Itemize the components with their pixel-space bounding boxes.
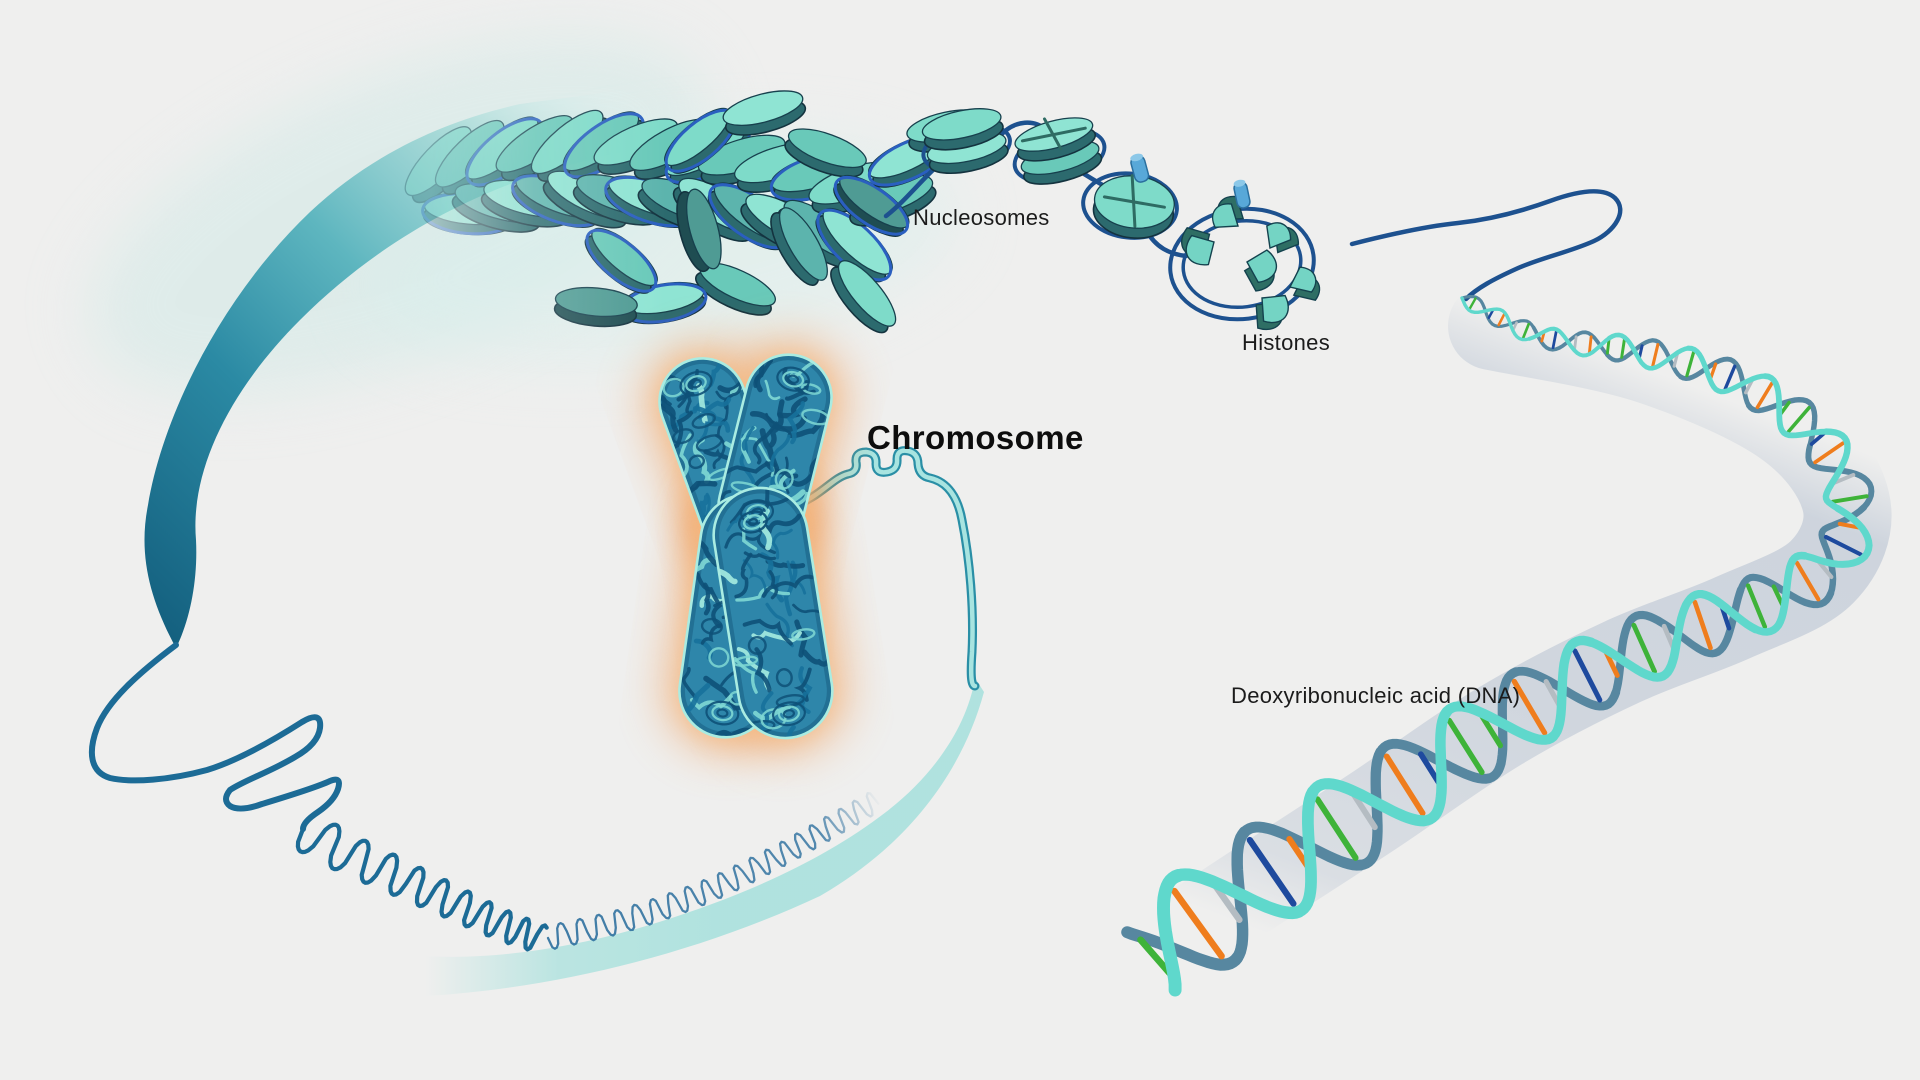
nucleosome-disc bbox=[784, 128, 867, 178]
chromosome-label: Chromosome bbox=[867, 419, 1084, 456]
nucleosomes-label: Nucleosomes bbox=[913, 205, 1050, 230]
dna-loops-zigzag bbox=[88, 642, 549, 952]
nucleosome-disc bbox=[830, 260, 897, 334]
nucleosome-disc bbox=[815, 207, 893, 283]
nucleosome-disc bbox=[1014, 117, 1097, 162]
nucleosome-disc bbox=[921, 108, 1004, 151]
chromatin-fiber-ribbon bbox=[144, 86, 811, 649]
diagram-labels: Nucleosomes Histones Chromosome Deoxyrib… bbox=[867, 205, 1520, 708]
nucleosome-chain bbox=[883, 108, 1189, 259]
histones-label: Histones bbox=[1242, 330, 1330, 355]
nucleosome-disc bbox=[676, 188, 722, 273]
dna-double-helix bbox=[1121, 295, 1875, 997]
nucleosome-disc bbox=[722, 90, 807, 136]
nucleosome-disc bbox=[1092, 174, 1175, 239]
nucleosome-solenoid-stack bbox=[404, 90, 991, 334]
nucleosome-disc bbox=[833, 174, 910, 237]
nucleosome-disc bbox=[770, 207, 828, 286]
nucleosome-disc bbox=[553, 286, 638, 328]
chromosome-unwinding-strand bbox=[785, 446, 980, 691]
histone-complex bbox=[1168, 179, 1321, 331]
chromosome-figure bbox=[642, 337, 850, 756]
linker-dna-line bbox=[1349, 189, 1623, 302]
nucleosome-disc bbox=[584, 227, 658, 294]
chromatin-band-to-chromosome bbox=[426, 678, 984, 996]
dna-label: Deoxyribonucleic acid (DNA) bbox=[1231, 683, 1520, 708]
